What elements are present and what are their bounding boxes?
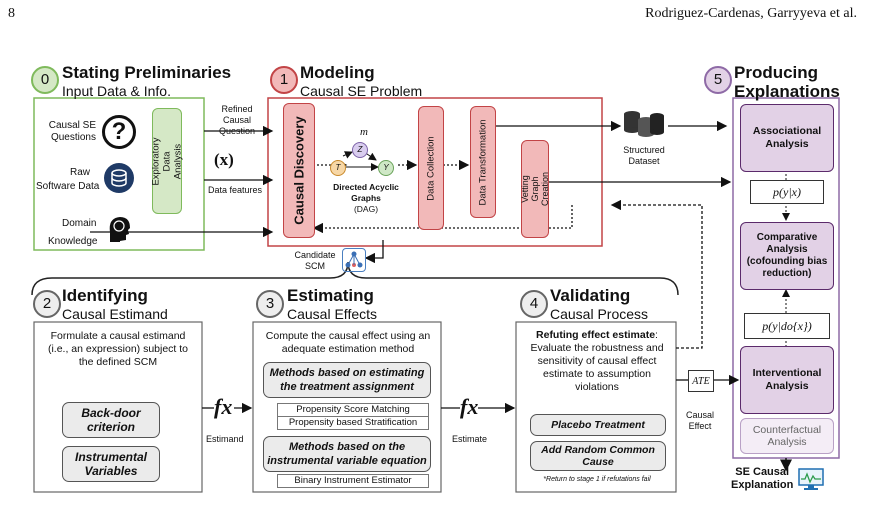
stage3-number: 3 <box>256 290 284 318</box>
dag-m: m <box>360 126 368 138</box>
dag-node-z: Z <box>352 142 368 158</box>
vetting-graph-box: Vetting Graph Creation <box>520 140 550 238</box>
input-causal-se-questions: Causal SE Questions <box>48 120 96 143</box>
fx-estimate: fx <box>460 394 479 420</box>
back-door-criterion: Back-door criterion <box>62 402 160 438</box>
database-stack-icon <box>622 108 666 140</box>
stage5-title: Producing Explanations <box>734 63 840 101</box>
stage3-subtitle: Causal Effects <box>287 306 378 322</box>
data-collection-box: Data Collection <box>418 106 444 230</box>
stage2-subtitle: Causal Estimand <box>62 306 168 322</box>
input-domain: Domain <box>62 218 97 229</box>
stage0-title: Stating Preliminaries <box>62 63 232 82</box>
stage1-number: 1 <box>270 66 298 94</box>
stage1-subtitle: Causal SE Problem <box>300 83 423 99</box>
interventional-analysis: Interventional Analysis <box>740 346 834 414</box>
data-transformation-box: Data Transformation <box>470 106 496 218</box>
stage3-description: Compute the causal effect using an adequ… <box>265 330 431 355</box>
label-causal-effect: Causal Effect <box>686 410 715 431</box>
label-data-features: Data features <box>208 185 263 195</box>
input-raw: Raw <box>70 167 91 178</box>
se-causal-explanation: SE Causal Explanation <box>731 466 794 491</box>
input-knowledge: Knowledge <box>48 236 98 247</box>
input-software-data: Software Data <box>36 181 100 192</box>
exploratory-data-analysis: Exploratory Data Analysis <box>151 108 184 214</box>
stage2-description: Formulate a causal estimand (i.e., an ex… <box>47 330 189 368</box>
question-icon: ? <box>102 115 136 149</box>
fx-estimand: fx <box>214 394 233 420</box>
ate-box: ATE <box>688 370 714 392</box>
p-y-given-x: p(y|x) <box>750 180 824 204</box>
stage0-box <box>33 97 205 251</box>
label-refined-causal-question: Refined Causal Question <box>218 104 256 136</box>
stage4-description: Refuting effect estimate: Evaluate the r… <box>530 329 664 393</box>
counterfactual-analysis: Counterfactual Analysis <box>740 418 834 454</box>
monitor-icon <box>798 468 824 492</box>
placebo-treatment: Placebo Treatment <box>530 414 666 436</box>
label-estimate: Estimate <box>452 434 488 444</box>
causal-discovery-box: Causal Discovery <box>283 103 315 238</box>
add-random-common-cause: Add Random Common Cause <box>530 441 666 471</box>
dag-node-t: T <box>330 160 346 176</box>
stage1-title: Modeling <box>300 63 375 82</box>
comparative-analysis: Comparative Analysis (cofounding bias re… <box>740 222 834 290</box>
database-icon <box>104 163 134 193</box>
stage4-note: *Return to stage 1 if refutations fail <box>543 476 651 483</box>
stage0-subtitle: Input Data & Info. <box>62 83 171 99</box>
stage0-number: 0 <box>31 66 59 94</box>
stage3-title: Estimating <box>287 286 374 305</box>
instrumental-variables: Instrumental Variables <box>62 446 160 482</box>
label-candidate-scm: Candidate SCM <box>294 250 336 271</box>
label-structured-dataset: Structured Dataset <box>623 145 665 166</box>
propensity-stratification: Propensity based Stratification <box>277 416 429 430</box>
p-y-given-do-x: p(y|do{x}) <box>744 313 830 339</box>
network-icon <box>342 248 366 272</box>
binary-instrument-estimator: Binary Instrument Estimator <box>277 474 429 488</box>
associational-analysis: Associational Analysis <box>740 104 834 172</box>
methods-instrumental-variable: Methods based on the instrumental variab… <box>263 436 431 472</box>
page-number: 8 <box>8 6 15 21</box>
label-x: (x) <box>214 150 234 169</box>
stage5-number: 5 <box>704 66 732 94</box>
stage4-subtitle: Causal Process <box>550 306 649 322</box>
dag-label: Directed Acyclic Graphs (DAG) <box>333 182 399 214</box>
stage4-title: Validating <box>550 286 631 305</box>
propensity-score-matching: Propensity Score Matching <box>277 403 429 417</box>
methods-treatment-assignment: Methods based on estimating the treatmen… <box>263 362 431 398</box>
stage1-box <box>267 97 603 247</box>
stage2-title: Identifying <box>62 286 148 305</box>
authors: Rodriguez-Cardenas, Garryyeva et al. <box>645 6 857 21</box>
dag-node-y: Y <box>378 160 394 176</box>
label-estimand: Estimand <box>206 434 244 444</box>
stage4-number: 4 <box>520 290 548 318</box>
stage2-number: 2 <box>33 290 61 318</box>
brain-head-icon <box>106 214 132 244</box>
